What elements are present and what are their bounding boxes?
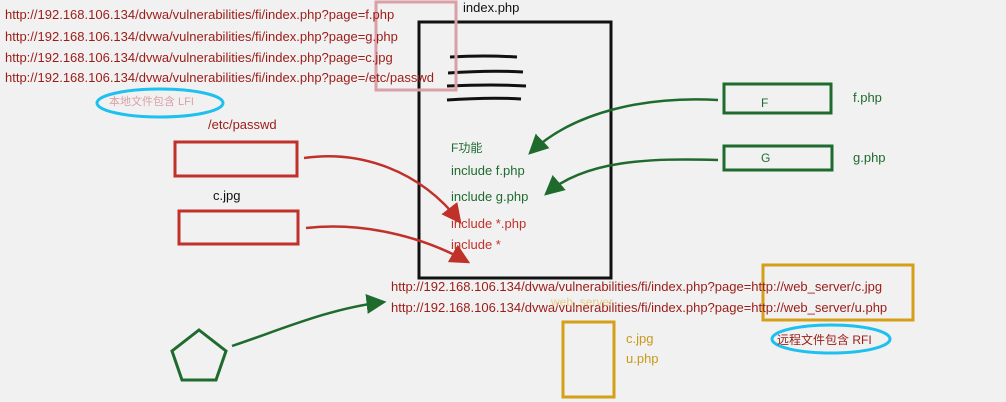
cjpg-label: c.jpg	[213, 188, 241, 203]
f-php-label: f.php	[853, 90, 882, 105]
f-file-box	[722, 82, 833, 115]
rfi-url-1: http://192.168.106.134/dvwa/vulnerabilit…	[391, 279, 883, 294]
include-wildcard-php: include *.php	[451, 216, 527, 231]
passwd-label: /etc/passwd	[208, 117, 277, 132]
cjpg-file-box	[177, 209, 300, 246]
code-scribble-3	[446, 83, 527, 88]
passwd-file-box	[173, 140, 299, 178]
g-box-label: G	[761, 151, 771, 165]
g-file-box	[722, 144, 834, 172]
attacker-pentagon	[170, 328, 228, 382]
web-server-file-cjpg: c.jpg	[626, 331, 654, 346]
include-wildcard: include *	[451, 237, 501, 252]
index-php-title: index.php	[463, 0, 520, 15]
rfi-param-highlight	[761, 263, 915, 322]
include-g-php: include g.php	[451, 189, 529, 204]
g-php-label: g.php	[853, 150, 886, 165]
arrow-f-to-include	[528, 98, 719, 155]
rfi-label: 远程文件包含 RFI	[777, 333, 872, 347]
code-scribble-4	[446, 96, 522, 102]
arrow-g-to-include	[544, 158, 719, 196]
lfi-url-1: http://192.168.106.134/dvwa/vulnerabilit…	[5, 7, 395, 22]
f-function-label: F功能	[451, 141, 483, 155]
index-php-box	[417, 20, 613, 280]
web-server-file-uphp: u.php	[626, 351, 659, 366]
lfi-url-3: http://192.168.106.134/dvwa/vulnerabilit…	[5, 50, 393, 65]
lfi-url-4: http://192.168.106.134/dvwa/vulnerabilit…	[5, 70, 434, 85]
arrow-passwd-to-include	[303, 155, 462, 224]
arrow-attacker-to-rfi	[231, 293, 387, 348]
f-box-label: F	[761, 96, 769, 110]
rfi-url-2: http://192.168.106.134/dvwa/vulnerabilit…	[391, 300, 888, 315]
lfi-label: 本地文件包含 LFI	[109, 96, 194, 108]
arrow-cjpg-to-include	[305, 225, 471, 264]
web-server-box	[561, 320, 616, 399]
rfi-ellipse	[770, 323, 892, 355]
lfi-url-2: http://192.168.106.134/dvwa/vulnerabilit…	[5, 29, 398, 44]
code-scribble-2	[447, 69, 524, 75]
web-server-label: web_server	[551, 295, 614, 309]
code-scribble-1	[449, 54, 518, 59]
lfi-ellipse	[95, 87, 225, 119]
page-param-highlight	[374, 0, 458, 92]
include-f-php: include f.php	[451, 163, 525, 178]
